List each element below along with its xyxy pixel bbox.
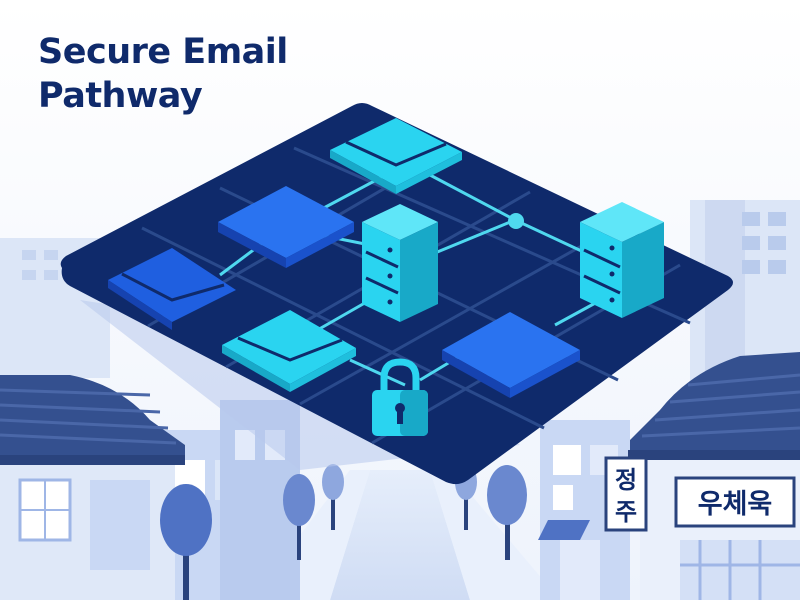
page-title: Secure Email Pathway	[38, 30, 288, 118]
connector-node	[508, 213, 524, 229]
sidewalk-right	[430, 470, 560, 600]
envelope-icon	[330, 118, 462, 194]
title-line-2: Pathway	[38, 76, 203, 116]
tree-icon	[283, 474, 315, 560]
envelope-icon	[108, 248, 236, 330]
hanok-left	[0, 375, 185, 600]
sign-vertical-char-1: 정	[615, 466, 637, 494]
street	[330, 470, 470, 600]
tree-icon	[487, 465, 527, 560]
envelope-icon	[222, 310, 356, 392]
hanok-roof-icon	[630, 352, 800, 452]
data-block-icon	[218, 186, 354, 268]
sign-vertical-char-2: 주	[615, 498, 637, 526]
tree-icon	[160, 484, 212, 600]
server-icon	[362, 204, 438, 322]
sign-horizontal: 우체욱	[674, 476, 796, 528]
connector-lines	[219, 168, 611, 387]
tree-icon	[322, 464, 344, 530]
sign-horizontal-text: 우체욱	[698, 489, 773, 520]
padlock-icon	[372, 358, 428, 436]
server-icon	[580, 202, 664, 318]
data-block-icon	[442, 312, 580, 398]
title-line-1: Secure Email	[38, 32, 288, 72]
sign-vertical: 정 주	[604, 456, 648, 532]
